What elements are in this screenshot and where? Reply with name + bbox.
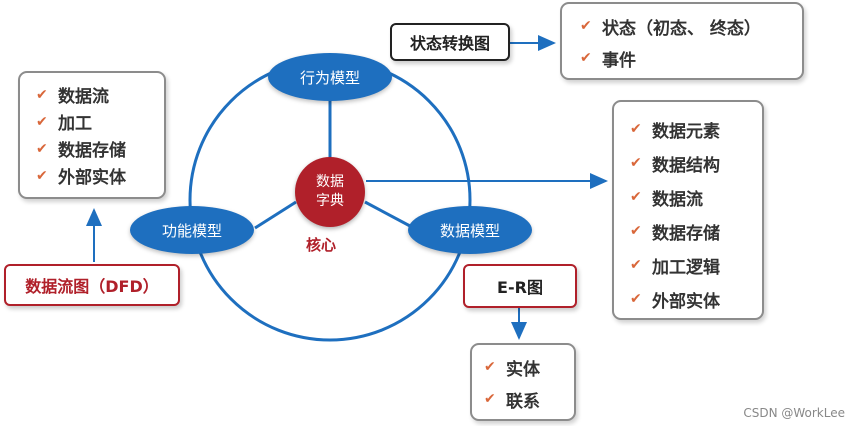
check-icon: ✔ xyxy=(630,189,642,205)
core-line-2: 字典 xyxy=(316,193,344,209)
watermark: CSDN @WorkLee xyxy=(743,406,845,420)
list-item: ✔ 数据流 xyxy=(630,189,703,210)
behavior-model-node: 行为模型 xyxy=(268,53,392,101)
list-item: ✔ 数据存储 xyxy=(630,223,720,244)
list-item: ✔ 数据存储 xyxy=(36,140,126,162)
check-icon: ✔ xyxy=(580,50,592,66)
core-data-dictionary-node: 数据 字典 xyxy=(295,157,365,227)
dfd-items-box: ✔ 数据流 ✔ 加工 ✔ 数据存储 ✔ 外部实体 xyxy=(18,71,166,199)
dfd-box: 数据流图（DFD） xyxy=(4,264,180,306)
check-icon: ✔ xyxy=(630,155,642,171)
list-item: ✔ 加工 xyxy=(36,113,92,135)
check-icon: ✔ xyxy=(630,257,642,273)
state-items-box: ✔ 状态（初态、 终态） ✔ 事件 xyxy=(560,2,804,80)
check-icon: ✔ xyxy=(630,223,642,239)
state-diagram-box: 状态转换图 xyxy=(390,23,510,61)
check-icon: ✔ xyxy=(580,18,592,34)
er-title: E-R图 xyxy=(497,278,543,297)
er-diagram-box: E-R图 xyxy=(463,264,577,308)
function-model-node: 功能模型 xyxy=(130,206,254,254)
list-item: ✔ 事件 xyxy=(580,50,636,71)
check-icon: ✔ xyxy=(630,121,642,137)
check-icon: ✔ xyxy=(484,391,496,407)
list-item: ✔ 实体 xyxy=(484,359,540,380)
list-item: ✔ 数据元素 xyxy=(630,121,720,142)
er-items-box: ✔ 实体 ✔ 联系 xyxy=(470,343,576,421)
data-spoke xyxy=(364,200,411,228)
core-label: 核心 xyxy=(306,236,337,254)
list-item: ✔ 数据流 xyxy=(36,86,109,108)
function-model-label: 功能模型 xyxy=(161,221,222,240)
check-icon: ✔ xyxy=(36,167,48,184)
core-line-1: 数据 xyxy=(316,174,344,190)
list-item: ✔ 状态（初态、 终态） xyxy=(580,18,761,39)
check-icon: ✔ xyxy=(36,113,48,130)
behavior-model-label: 行为模型 xyxy=(299,68,360,87)
function-spoke xyxy=(254,200,297,230)
list-item: ✔ 加工逻辑 xyxy=(630,257,720,278)
data-model-label: 数据模型 xyxy=(439,221,500,240)
list-item: ✔ 联系 xyxy=(484,391,540,412)
state-diagram-title: 状态转换图 xyxy=(409,34,490,53)
dfd-title: 数据流图（DFD） xyxy=(25,277,159,296)
dictionary-items-box: ✔ 数据元素 ✔ 数据结构 ✔ 数据流 ✔ 数据存储 ✔ 加工逻辑 ✔ 外部实体 xyxy=(612,100,764,320)
check-icon: ✔ xyxy=(630,291,642,307)
list-item: ✔ 外部实体 xyxy=(36,167,126,189)
data-model-node: 数据模型 xyxy=(408,206,532,254)
check-icon: ✔ xyxy=(484,359,496,375)
check-icon: ✔ xyxy=(36,86,48,103)
check-icon: ✔ xyxy=(36,140,48,157)
list-item: ✔ 数据结构 xyxy=(630,155,720,176)
list-item: ✔ 外部实体 xyxy=(630,291,720,312)
